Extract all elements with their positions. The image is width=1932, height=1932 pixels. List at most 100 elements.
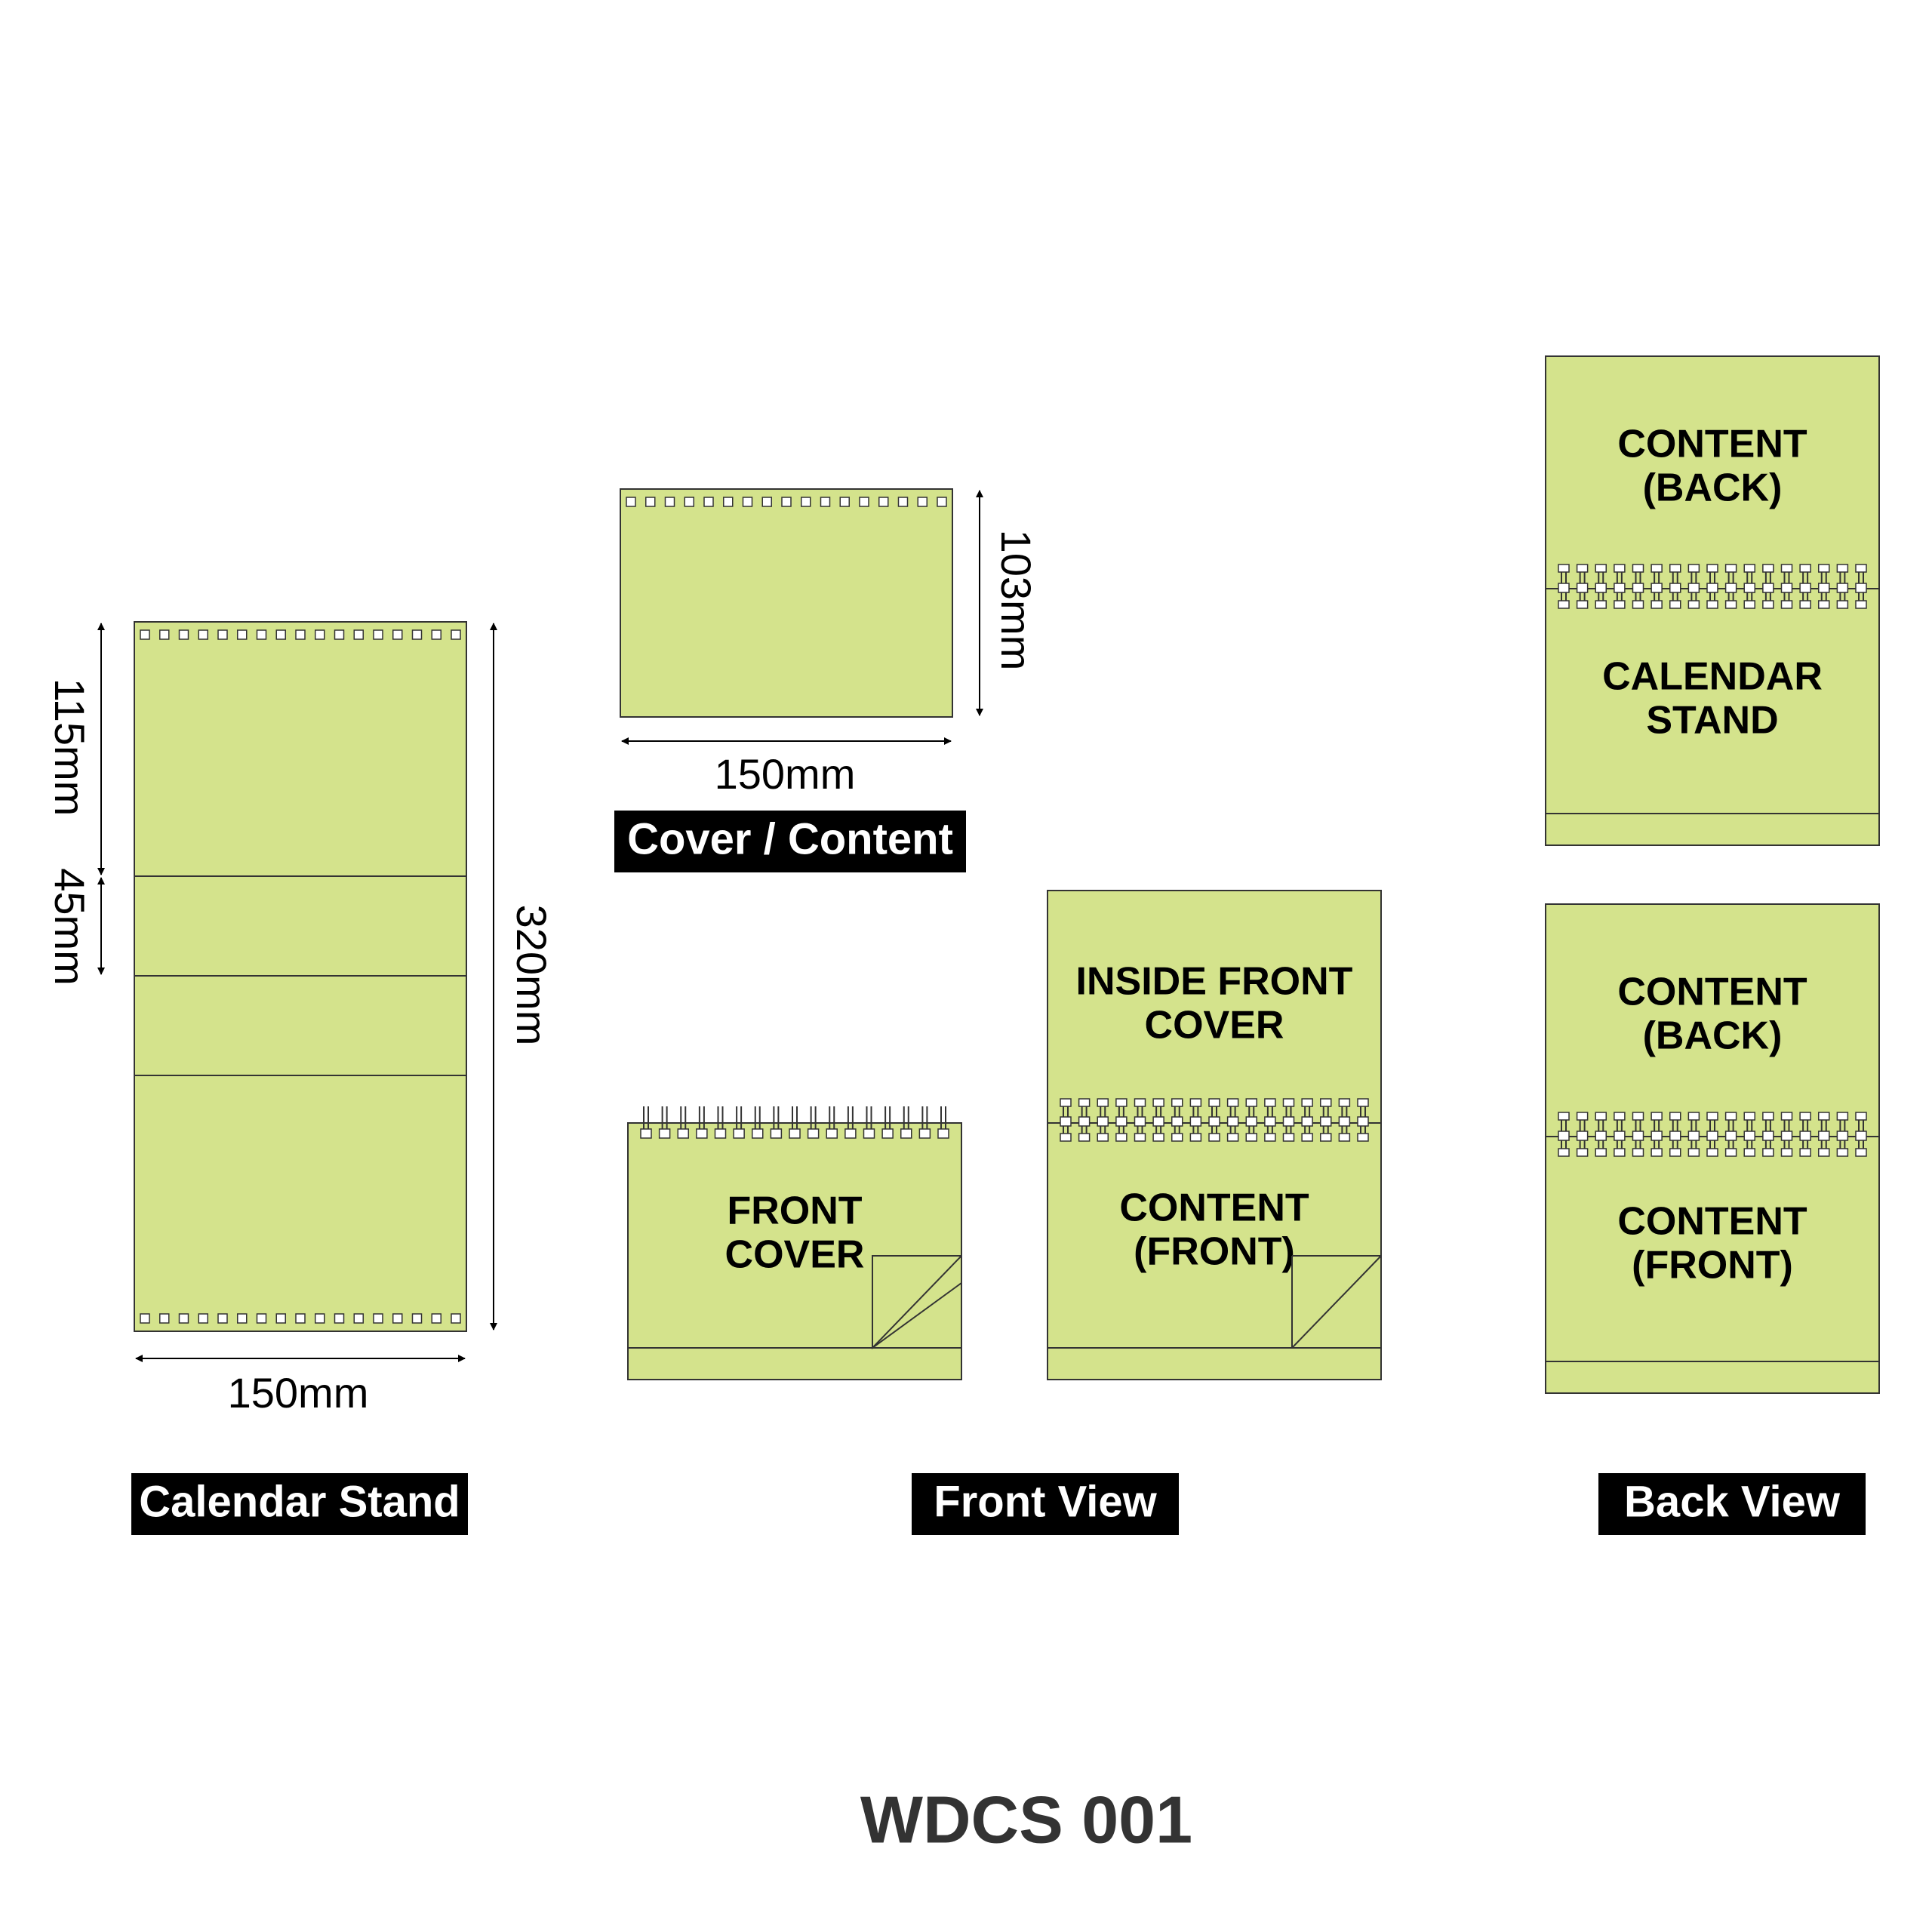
stand-bottom-binding-holes-hole [392, 1313, 403, 1324]
inside-front-cover-panel [1047, 890, 1382, 1124]
stand-top-binding-holes-hole [392, 629, 403, 640]
back-bottom-spiral-binding-coil [1576, 1112, 1589, 1157]
front-open-spiral-binding-coil [1245, 1098, 1257, 1142]
front-open-spiral-binding-coil [1134, 1098, 1146, 1142]
back-top-spiral-binding-coil [1762, 564, 1774, 609]
front-cover-spiral-binding-coil [752, 1106, 764, 1139]
front-cover-spiral-binding-coil [826, 1106, 838, 1139]
front-view-closed: FRONT COVER [627, 1106, 962, 1380]
back-top-content-back-panel [1545, 355, 1880, 589]
front-open-spiral-binding-coil [1060, 1098, 1072, 1142]
dim-label-103mm: 103mm [992, 530, 1040, 671]
back-top-spiral-binding-coil [1614, 564, 1626, 609]
back-top-content-back-line1: CONTENT [1617, 423, 1807, 466]
stand-top-binding-holes-hole [256, 629, 267, 640]
back-bottom-content-front-line1: CONTENT [1617, 1200, 1807, 1244]
front-cover-spiral-binding-coil [677, 1106, 689, 1139]
stand-bottom-binding-holes-hole [373, 1313, 383, 1324]
stand-bottom-binding-holes-hole [159, 1313, 170, 1324]
stand-bottom-binding-holes-hole [451, 1313, 461, 1324]
dim-label-cover-150mm: 150mm [715, 750, 856, 798]
cover-content-binding-holes-hole [937, 497, 947, 507]
stand-bottom-binding-holes [140, 1313, 461, 1324]
cover-content-binding-holes-hole [664, 497, 675, 507]
stand-bottom-binding-holes-hole [295, 1313, 306, 1324]
front-cover-spiral-binding-coil [918, 1106, 931, 1139]
back-top-spiral-binding-coil [1780, 564, 1793, 609]
back-top-spiral-binding-coil [1595, 564, 1607, 609]
front-cover-spiral-binding-coil [863, 1106, 875, 1139]
front-open-spiral-binding-coil [1357, 1098, 1369, 1142]
cover-content-panel [620, 488, 953, 718]
front-cover-spiral-binding [640, 1106, 949, 1139]
back-bottom-spiral-binding-coil [1651, 1112, 1663, 1157]
front-cover-spiral-binding-coil [900, 1106, 912, 1139]
stand-bottom-binding-holes-hole [140, 1313, 150, 1324]
back-bottom-spiral-binding-coil [1743, 1112, 1755, 1157]
cover-content-binding-holes-hole [703, 497, 714, 507]
stand-top-binding-holes-hole [140, 629, 150, 640]
stand-bottom-binding-holes-hole [431, 1313, 441, 1324]
front-cover-spiral-binding-coil [714, 1106, 727, 1139]
stand-bottom-binding-holes-hole [198, 1313, 208, 1324]
stand-top-binding-holes-hole [353, 629, 364, 640]
stand-bottom-binding-holes-hole [256, 1313, 267, 1324]
front-cover-spiral-binding-coil [937, 1106, 949, 1139]
back-bottom-spiral-binding-coil [1836, 1112, 1849, 1157]
stand-bottom-binding-holes-hole [315, 1313, 325, 1324]
stand-top-binding-holes-hole [295, 629, 306, 640]
dim-label-320mm: 320mm [508, 905, 555, 1046]
stand-bottom-binding-holes-hole [237, 1313, 248, 1324]
stand-top-binding-holes-hole [334, 629, 345, 640]
caption-bg-back-view [1598, 1473, 1866, 1535]
back-bottom-spiral-binding-coil [1855, 1112, 1867, 1157]
back-bottom-spiral-binding-coil [1762, 1112, 1774, 1157]
dim-label-115mm: 115mm [46, 678, 94, 817]
stand-top-binding-holes-hole [237, 629, 248, 640]
cover-content-binding-holes-hole [801, 497, 811, 507]
stand-bottom-binding-holes-hole [334, 1313, 345, 1324]
cover-content-binding-holes-hole [761, 497, 772, 507]
front-open-spiral-binding [1060, 1098, 1369, 1142]
stand-top-binding-holes-hole [275, 629, 286, 640]
back-bottom-content-back-line2: (BACK) [1643, 1014, 1783, 1058]
back-view-bottom: CONTENT (BACK) CONTENT (FRONT) Back View [1545, 903, 1880, 1535]
stand-bottom-binding-holes-hole [275, 1313, 286, 1324]
back-bottom-spiral-binding [1558, 1112, 1867, 1157]
cover-content-binding-holes-hole [626, 497, 636, 507]
cover-content-sheet: 103mm 150mm Cover / Content [614, 488, 1040, 872]
stand-bottom-binding-holes-hole [217, 1313, 228, 1324]
front-cover-spiral-binding-coil [844, 1106, 857, 1139]
back-top-spiral-binding-coil [1706, 564, 1718, 609]
content-front-panel [1047, 1122, 1382, 1380]
caption-cover-content: Cover / Content [627, 814, 953, 863]
front-open-spiral-binding-coil [1282, 1098, 1295, 1142]
stand-top-binding-holes-hole [178, 629, 189, 640]
back-top-content-back-line2: (BACK) [1643, 466, 1783, 510]
caption-back-view: Back View [1624, 1477, 1841, 1526]
content-front-line2: (FRONT) [1134, 1230, 1295, 1274]
cover-content-binding-holes-hole [859, 497, 869, 507]
back-bottom-spiral-binding-coil [1780, 1112, 1793, 1157]
front-open-spiral-binding-coil [1115, 1098, 1128, 1142]
front-open-spiral-binding-coil [1338, 1098, 1351, 1142]
caption-bg-front-view [912, 1473, 1179, 1535]
front-open-spiral-binding-coil [1301, 1098, 1313, 1142]
back-top-spiral-binding-coil [1836, 564, 1849, 609]
back-bottom-spiral-binding-coil [1818, 1112, 1830, 1157]
back-top-spiral-binding-coil [1669, 564, 1681, 609]
dim-label-stand-150mm: 150mm [228, 1369, 369, 1417]
front-cover-line2: COVER [725, 1233, 865, 1277]
cover-content-binding-holes-hole [820, 497, 831, 507]
cover-content-binding-holes-hole [645, 497, 656, 507]
back-bottom-content-back-line1: CONTENT [1617, 971, 1807, 1014]
front-cover-spiral-binding-coil [696, 1106, 708, 1139]
front-open-spiral-binding-coil [1226, 1098, 1239, 1142]
stand-bottom-binding-holes-hole [353, 1313, 364, 1324]
back-top-calendar-stand-line2: STAND [1646, 699, 1778, 743]
back-top-calendar-stand-panel [1545, 588, 1880, 846]
cover-content-binding-holes-hole [897, 497, 909, 507]
cover-content-binding-holes-hole [839, 497, 850, 507]
caption-front-view: Front View [934, 1477, 1157, 1526]
front-open-spiral-binding-coil [1264, 1098, 1276, 1142]
